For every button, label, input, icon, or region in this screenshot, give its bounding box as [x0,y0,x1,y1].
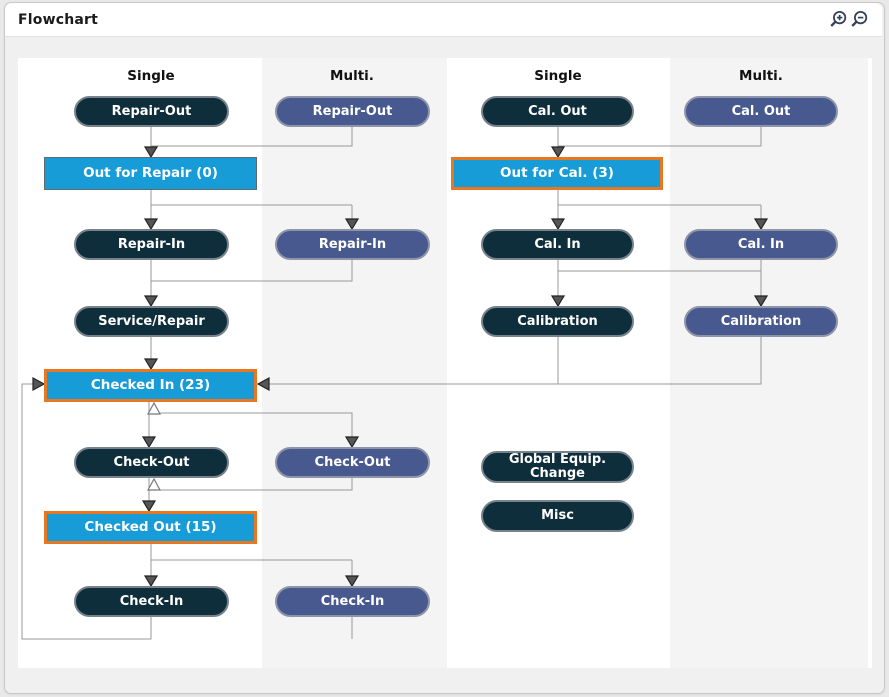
repair-single-header: Single [127,68,175,84]
status-checked-out[interactable]: Checked Out (15) [44,511,257,544]
status-out-for-repair[interactable]: Out for Repair (0) [44,157,257,190]
node-repair-out-single[interactable]: Repair-Out [74,96,229,127]
node-cal-out-multi[interactable]: Cal. Out [684,96,838,127]
node-service-repair[interactable]: Service/Repair [74,306,229,337]
cal-single-header: Single [534,68,582,84]
node-check-out-multi[interactable]: Check-Out [275,447,430,478]
repair-multi-column-stripe [262,58,447,668]
page-title: Flowchart [18,11,99,28]
status-out-for-cal[interactable]: Out for Cal. (3) [451,157,663,190]
node-check-in-single[interactable]: Check-In [74,586,229,617]
node-calibration-single[interactable]: Calibration [481,306,634,337]
cal-multi-column-stripe [670,58,868,668]
node-calibration-multi[interactable]: Calibration [684,306,838,337]
node-check-out-single[interactable]: Check-Out [74,447,229,478]
node-check-in-multi[interactable]: Check-In [275,586,430,617]
node-cal-in-multi[interactable]: Cal. In [684,229,838,260]
node-repair-out-multi[interactable]: Repair-Out [275,96,430,127]
node-cal-out-single[interactable]: Cal. Out [481,96,634,127]
zoom-in-icon[interactable] [828,10,848,30]
zoom-controls [828,10,869,30]
zoom-out-icon[interactable] [849,10,869,30]
hollow-arrowheads [146,401,162,491]
title-bar: Flowchart [5,3,882,37]
filled-arrowheads [32,146,769,588]
node-repair-in-single[interactable]: Repair-In [74,229,229,260]
node-repair-in-multi[interactable]: Repair-In [275,229,430,260]
node-global-equip-change[interactable]: Global Equip. Change [481,451,634,483]
status-checked-in[interactable]: Checked In (23) [44,369,257,402]
cal-multi-header: Multi. [739,68,783,84]
node-misc[interactable]: Misc [481,500,634,532]
node-cal-in-single[interactable]: Cal. In [481,229,634,260]
repair-multi-header: Multi. [330,68,374,84]
